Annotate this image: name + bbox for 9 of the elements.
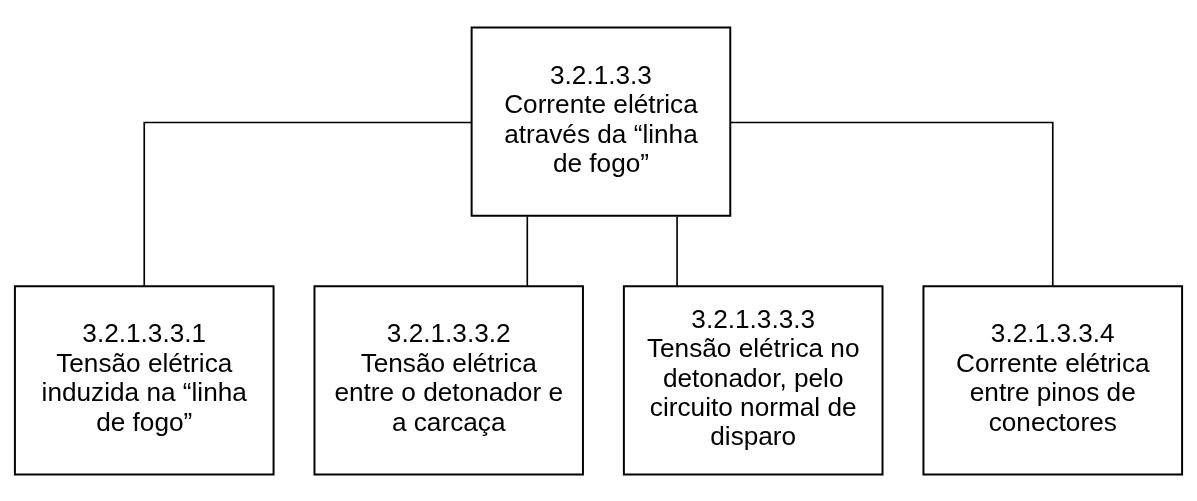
connector xyxy=(676,215,678,287)
connector xyxy=(729,121,1054,287)
node-box: 3.2.1.3.3 Corrente elétrica através da “linha de fogo” xyxy=(470,26,732,217)
connector xyxy=(143,121,473,287)
node-box: 3.2.1.3.3.4 Corrente elétrica entre pinos de conectores xyxy=(922,284,1184,475)
node-box: 3.2.1.3.3.2 Tensão elétrica entre o detonador e a carcaça xyxy=(313,284,584,475)
node-box: 3.2.1.3.3.1 Tensão elétrica induzida na “linha de fogo” xyxy=(13,284,275,475)
connector xyxy=(526,215,529,287)
node-box: 3.2.1.3.3.3 Tensão elétrica no detonador, pelo circuito normal de disparo xyxy=(622,284,884,475)
